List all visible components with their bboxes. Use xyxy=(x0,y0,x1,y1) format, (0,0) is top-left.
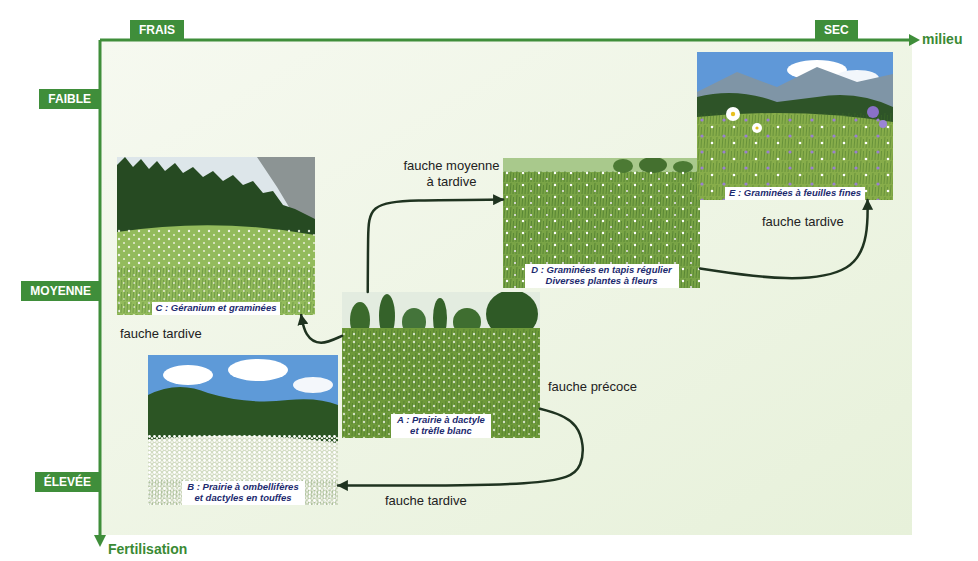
axes xyxy=(94,34,920,547)
meadow-photo-art xyxy=(697,52,893,200)
axis-value: SEC xyxy=(824,23,849,37)
meadow-photo-art xyxy=(117,157,315,315)
axis-value: FAIBLE xyxy=(48,92,91,106)
axis-value: ÉLEVÉE xyxy=(44,475,91,489)
meadow-photo: B : Prairie à ombellifères et dactyles e… xyxy=(148,355,338,505)
meadow-photo: C : Géranium et graminées xyxy=(117,157,315,315)
axis-value: FRAIS xyxy=(139,23,175,37)
photo-caption: C : Géranium et graminées xyxy=(152,302,281,315)
axis-value: MOYENNE xyxy=(30,284,91,298)
meadow-photo: A : Prairie à dactyle et trèfle blanc xyxy=(342,292,540,438)
axis-tab: SEC xyxy=(815,20,858,40)
photo-caption: E : Graminées à feuilles fines xyxy=(725,187,865,200)
mowing-label: fauche tardive xyxy=(762,214,844,230)
mowing-arrow xyxy=(368,200,503,292)
mowing-label: fauche tardive xyxy=(385,493,467,509)
meadow-photo-art xyxy=(342,292,540,438)
mowing-label: fauche moyenne à tardive xyxy=(400,158,503,189)
mowing-label: fauche tardive xyxy=(120,326,202,342)
meadow-photo-art xyxy=(148,355,338,505)
mowing-arrow xyxy=(338,409,583,486)
mowing-label: fauche précoce xyxy=(548,379,637,395)
mowing-arrow xyxy=(700,200,868,278)
photo-caption: A : Prairie à dactyle et trèfle blanc xyxy=(391,414,491,438)
axis-tab: MOYENNE xyxy=(21,281,100,301)
meadow-photo: D : Graminées en tapis régulier Diverses… xyxy=(503,158,700,288)
chart-ground xyxy=(100,40,912,535)
axis-tab: FRAIS xyxy=(130,20,184,40)
axis-tab: ÉLEVÉE xyxy=(35,472,100,492)
mowing-arrow xyxy=(301,315,342,343)
photo-caption: B : Prairie à ombellifères et dactyles e… xyxy=(182,481,305,505)
meadow-photo: E : Graminées à feuilles fines xyxy=(697,52,893,200)
photo-caption: D : Graminées en tapis régulier Diverses… xyxy=(525,264,679,288)
meadow-photo-art xyxy=(503,158,700,288)
axis-title: Fertilisation xyxy=(108,541,187,558)
axis-tab: FAIBLE xyxy=(39,89,100,109)
axis-title: milieu xyxy=(922,31,962,48)
